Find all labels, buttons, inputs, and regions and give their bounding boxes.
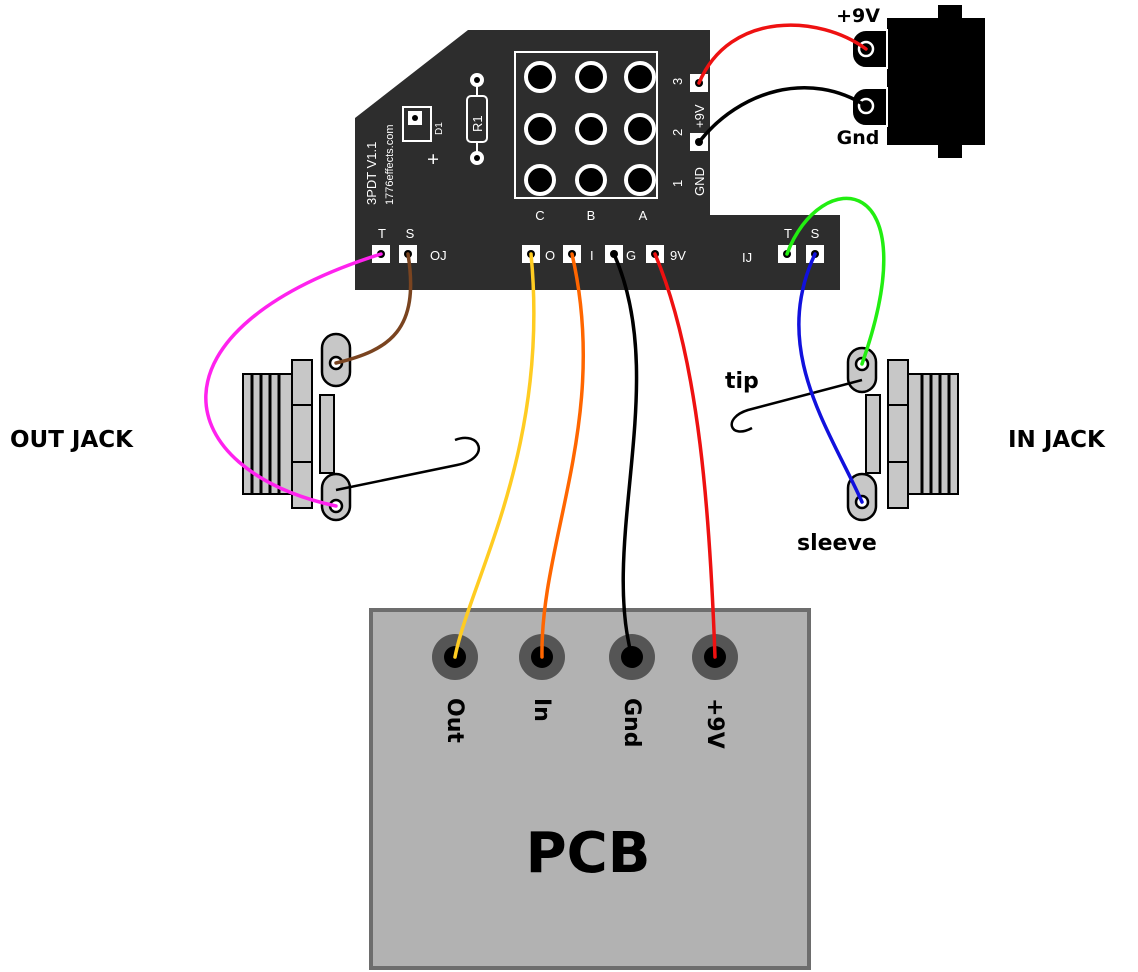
wire-blue-ij-sleeve (797, 252, 864, 504)
pcb-gnd-label: Gnd (619, 698, 644, 747)
lug-b3 (575, 61, 607, 93)
out-jack-nut (291, 359, 313, 509)
ij-s-label: S (811, 226, 820, 241)
d1-polarity: + (423, 153, 445, 165)
board-site: 1776effects.com (384, 124, 396, 205)
pcb-out-label: Out (442, 698, 467, 743)
row-label-1: 1 (670, 180, 685, 187)
lug-c3 (524, 61, 556, 93)
wire-orange-in (540, 252, 585, 659)
9v-pad-label: 9V (670, 248, 686, 263)
d1-label: D1 (434, 122, 445, 135)
dc-plus-label: +9V (836, 5, 880, 27)
lug-b1 (575, 164, 607, 196)
wire-black-gnd (612, 252, 639, 659)
out-jack-label: OUT JACK (10, 427, 134, 453)
input-jack (730, 346, 959, 522)
tip-label: tip (725, 369, 759, 394)
dc-gnd-label: Gnd (837, 127, 880, 149)
wire-black-dc (697, 86, 868, 144)
in-jack-spring (730, 378, 863, 433)
output-jack (242, 332, 480, 522)
oj-label: OJ (430, 248, 447, 263)
lug-a2 (624, 113, 656, 145)
3pdt-board: C B A 3 2 1 +9V GND R1 D1 + (355, 30, 840, 290)
r1-pad-bottom-hole (474, 155, 480, 161)
board-name: 3PDT V1.1 (364, 142, 379, 205)
lug-b2 (575, 113, 607, 145)
oj-s-label: S (406, 226, 415, 241)
dc-jack-body (887, 5, 985, 158)
wire-green-ij-tip (785, 196, 886, 366)
o-pad-label: O (545, 248, 555, 263)
in-jack-nut (887, 359, 909, 509)
lug-c1 (524, 164, 556, 196)
ij-t-label: T (784, 226, 792, 241)
plus9v-pad-label: +9V (692, 104, 707, 128)
lug-a1 (624, 164, 656, 196)
wire-brown-oj-sleeve (334, 252, 413, 365)
r1-label: R1 (470, 115, 485, 132)
lug-a3 (624, 61, 656, 93)
in-jack-thread-lines (920, 374, 951, 494)
gnd-pad-label: GND (692, 167, 707, 196)
pcb-9v-label: +9V (702, 698, 727, 749)
oj-t-label: T (378, 226, 386, 241)
wires (204, 23, 886, 659)
pcb-in-label: In (529, 698, 554, 722)
ij-label: IJ (742, 250, 752, 265)
g-pad-label: G (626, 248, 636, 263)
wire-red-dc (697, 23, 868, 85)
switch-outline (514, 51, 658, 199)
diode-d1: D1 + (402, 106, 445, 165)
col-label-a: A (639, 208, 648, 223)
col-label-c: C (535, 208, 544, 223)
d1-pad-hole (412, 115, 418, 121)
pcb-title: PCB (526, 821, 651, 886)
out-jack-body (319, 394, 335, 474)
wire-yellow-out (453, 252, 536, 659)
col-label-b: B (587, 208, 596, 223)
r1-pad-top-hole (474, 77, 480, 83)
resistor-r1: R1 (466, 73, 488, 165)
out-jack-sleeve-lug (320, 472, 352, 522)
i-pad-label: I (590, 248, 594, 263)
in-jack-label: IN JACK (1008, 427, 1106, 453)
dc-power-jack (851, 5, 985, 158)
row-label-3: 3 (670, 78, 685, 85)
sleeve-label: sleeve (797, 531, 877, 556)
pcb-pads (432, 634, 738, 680)
pcb: Out In Gnd +9V PCB (369, 608, 811, 970)
wire-magenta-oj-tip (204, 252, 383, 508)
lug-c2 (524, 113, 556, 145)
r1-body (466, 95, 488, 143)
in-jack-body (865, 394, 881, 474)
row-label-2: 2 (670, 129, 685, 136)
wire-red-9v (653, 252, 717, 659)
switch-lugs (524, 61, 656, 196)
out-jack-spring (335, 436, 480, 492)
d1-outline (402, 106, 432, 142)
